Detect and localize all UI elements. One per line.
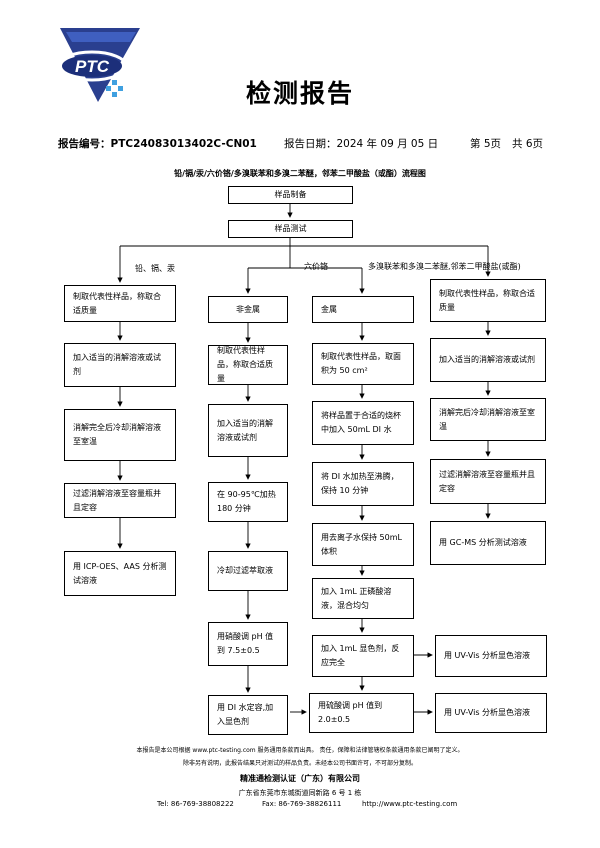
col2-step-4: 冷却过滤萃取液 (208, 551, 288, 591)
col2-head: 非金属 (208, 296, 288, 323)
sample-prep-box: 样品制备 (228, 186, 353, 204)
footer-fax: Fax: 86-769-38826111 (262, 800, 342, 808)
col4-step-4: 过滤消解溶液至容量瓶并且定容 (430, 459, 546, 504)
col3-step-5: 加入 1mL 正磷酸溶液，混合均匀 (312, 578, 414, 619)
col2-step-1: 制取代表性样品，称取合适质量 (208, 345, 288, 385)
footer-note: 除非另有说明，此报告结果只对测试的样品负责。未经本公司书面许可，不可部分复制。 (182, 760, 417, 767)
footer-tel: Tel: 86-769-38808222 (157, 800, 234, 808)
col3-head: 金属 (312, 296, 414, 323)
branch-label-pbb: 多溴联苯和多溴二苯醚,邻苯二甲酸盐(或酯) (368, 262, 521, 271)
report-date: 报告日期：2024 年 09 月 05 日 (284, 138, 439, 150)
col1-step-4: 过滤消解溶液至容量瓶并且定容 (64, 483, 176, 518)
footer-address: 广东省东莞市东城街道同新路 6 号 1 栋 (238, 789, 362, 797)
page-number: 第 5页 (470, 138, 502, 150)
footer-company: 精准通检测认证（广东）有限公司 (240, 774, 360, 783)
ptc-logo: PTC (56, 28, 140, 102)
col2-step-5: 用硝酸调 pH 值到 7.5±0.5 (208, 622, 288, 666)
col4-step-2: 加入适当的消解溶液或试剂 (430, 338, 546, 382)
col1-step-1: 制取代表性样品，称取合适质量 (64, 285, 176, 322)
col3-step-6: 加入 1mL 显色剂，反应完全 (312, 635, 414, 677)
col4-step-3: 消解完后冷却消解溶液至室温 (430, 398, 546, 441)
col2-step-6: 用 DI 水定容,加入显色剂 (208, 695, 288, 735)
page-total: 共 6页 (512, 138, 544, 150)
col2-step-3: 在 90-95℃加热 180 分钟 (208, 482, 288, 522)
footer-terms: 本报告是本公司根据 www.ptc-testing.com 服务通用条款而出具。… (136, 747, 464, 754)
report-title: 检测报告 (245, 79, 354, 108)
branch-label-metals: 铅、镉、汞 (135, 264, 175, 273)
col4-step-5: 用 GC-MS 分析测试溶液 (430, 521, 546, 565)
col3-step-2: 将样品置于合适的烧杯中加入 50mL DI 水 (312, 401, 414, 445)
col1-step-3: 消解完全后冷却消解溶液至室温 (64, 409, 176, 461)
col3-step-3: 将 DI 水加热至沸腾，保持 10 分钟 (312, 462, 414, 506)
branch-label-cr6: 六价铬 (304, 262, 328, 271)
uv-vis-box-1: 用 UV-Vis 分析显色溶液 (435, 635, 547, 677)
col1-step-5: 用 ICP-OES、AAS 分析测试溶液 (64, 551, 176, 596)
col1-step-2: 加入适当的消解溶液或试剂 (64, 343, 176, 387)
svg-text:PTC: PTC (75, 57, 110, 76)
col3-step-1: 制取代表性样品，取面积为 50 cm² (312, 343, 414, 385)
flowchart-title: 铅/镉/汞/六价铬/多溴联苯和多溴二苯醚，邻苯二甲酸盐（或酯）流程图 (174, 169, 426, 178)
report-number: 报告编号：PTC24083013402C-CN01 (58, 138, 257, 150)
col2-step-2: 加入适当的消解溶液或试剂 (208, 404, 288, 457)
uv-vis-box-2: 用 UV-Vis 分析显色溶液 (435, 693, 547, 733)
sample-test-box: 样品测试 (228, 220, 353, 238)
col3-step-7: 用硫酸调 pH 值到 2.0±0.5 (309, 693, 414, 733)
col3-step-4: 用去离子水保持 50mL 体积 (312, 523, 414, 566)
col4-step-1: 制取代表性样品，称取合适质量 (430, 279, 546, 322)
footer-website[interactable]: http://www.ptc-testing.com (362, 800, 458, 808)
